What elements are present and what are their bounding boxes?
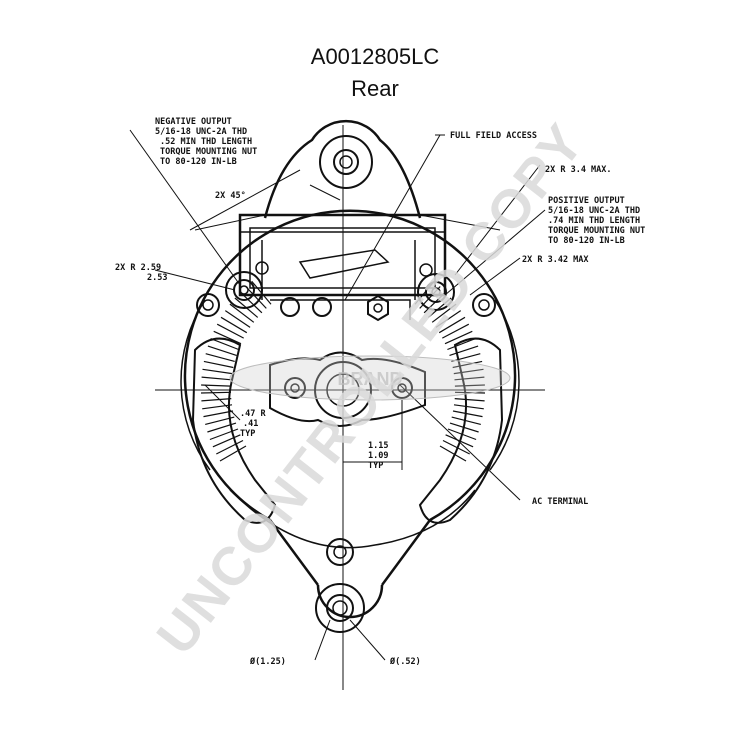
vent-slat — [427, 297, 452, 318]
vent-slat — [201, 384, 232, 387]
slot-spacing-label: 1.09 — [368, 451, 388, 461]
vent-slat — [442, 323, 470, 339]
positive-output-line: 5/16-18 UNC-2A THD — [548, 206, 640, 216]
slot-radius-label: .41 — [243, 419, 258, 429]
angle-label: 2X 45° — [215, 191, 246, 201]
vent-slat — [454, 376, 485, 381]
vent-slat — [444, 330, 473, 345]
vent-slat — [454, 391, 486, 394]
vent-slat — [205, 416, 235, 425]
positive-output-line: POSITIVE OUTPUT — [548, 196, 625, 206]
vent-slat — [452, 360, 483, 369]
vent-slat — [234, 297, 259, 318]
full-field-access-label: FULL FIELD ACCESS — [450, 131, 537, 141]
vent-slat — [207, 345, 237, 356]
vent-slat — [452, 410, 483, 418]
vent-slat — [454, 398, 485, 402]
vent-slat — [438, 316, 466, 334]
watermark-logo-badge — [229, 355, 511, 401]
watermark-logo-text: BRAND — [338, 369, 403, 389]
vent-slat — [451, 416, 481, 425]
lower-terminal-hole — [326, 538, 354, 566]
vent-slat — [200, 391, 232, 394]
vent-slat — [213, 330, 242, 345]
negative-output-line: TORQUE MOUNTING NUT — [160, 147, 257, 157]
radius-right-label: 2X R 3.42 MAX — [522, 255, 589, 265]
vent-slat — [201, 398, 232, 402]
vent-slat — [414, 280, 435, 305]
slot-spacing-dimension — [342, 400, 403, 470]
slot-radius-label: TYP — [240, 429, 255, 439]
diameter-small-label: Ø(.52) — [389, 656, 421, 667]
vent-slat — [445, 434, 474, 448]
positive-output-line: TO 80-120 IN-LB — [548, 236, 625, 246]
radius-top-right-label: 2X R 3.4 MAX. — [545, 165, 612, 175]
vent-slat — [219, 445, 247, 462]
field-terminals — [280, 294, 389, 322]
slot-spacing-label: TYP — [368, 461, 383, 471]
bottom-mounting-eye — [315, 583, 384, 633]
vent-slat — [251, 280, 272, 305]
vent-slat — [442, 439, 470, 455]
center-lines — [155, 125, 545, 690]
vent-slat — [453, 368, 484, 375]
vent-slat — [216, 323, 244, 339]
vent-slat — [201, 376, 232, 381]
radius-left-label: 2X R 2.59 — [115, 263, 161, 273]
vent-slat — [210, 338, 239, 351]
radius-left-label: 2.53 — [147, 273, 167, 283]
positive-output-callout: POSITIVE OUTPUT 5/16-18 UNC-2A THD .74 M… — [548, 196, 645, 246]
part-number-title: A0012805LC — [311, 44, 440, 69]
vent-slat — [449, 422, 479, 433]
positive-output-line: .74 MIN THD LENGTH — [548, 216, 640, 226]
vent-slat — [451, 353, 481, 362]
vent-slat — [203, 410, 234, 418]
vent-slat — [454, 384, 485, 387]
slot-spacing-label: 1.15 — [368, 441, 388, 451]
vent-slat — [203, 360, 234, 369]
negative-output-line: .52 MIN THD LENGTH — [160, 137, 252, 147]
right-vent-slot — [414, 280, 504, 524]
vent-slat — [216, 439, 244, 455]
ac-terminal-label: AC TERMINAL — [532, 497, 588, 507]
vent-slat — [224, 310, 251, 328]
vent-slat — [431, 303, 457, 323]
vent-slat — [205, 353, 235, 362]
vent-slat — [419, 286, 441, 309]
slot-radius-label: .47 R — [240, 409, 266, 419]
vent-slat — [245, 286, 267, 309]
housing-bolts — [196, 293, 496, 399]
negative-output-line: 5/16-18 UNC-2A THD — [155, 127, 247, 137]
watermark: BRAND UNCONTROLLED COPY — [146, 112, 597, 665]
vent-slat — [209, 428, 239, 441]
vent-slat — [447, 428, 477, 441]
vent-slat — [453, 404, 484, 410]
negative-output-line: TO 80-120 IN-LB — [160, 157, 237, 167]
vent-slat — [447, 338, 476, 351]
leader-lines — [129, 129, 546, 661]
negative-output-line: NEGATIVE OUTPUT — [155, 117, 232, 127]
watermark-text: UNCONTROLLED COPY — [146, 112, 597, 665]
vent-slat — [202, 368, 233, 375]
view-subtitle: Rear — [351, 76, 399, 101]
vent-slat — [239, 291, 263, 314]
vent-slat — [207, 422, 237, 433]
vent-slat — [220, 316, 248, 334]
positive-output-line: TORQUE MOUNTING NUT — [548, 226, 645, 236]
left-vent-slot — [191, 280, 277, 524]
vent-slat — [423, 291, 447, 314]
vent-slat — [435, 310, 462, 328]
vent-slat — [229, 303, 255, 323]
vent-slat — [449, 345, 479, 356]
top-mounting-eye — [319, 135, 373, 189]
vent-slat — [439, 445, 467, 462]
vent-slat — [202, 404, 233, 410]
negative-output-callout: NEGATIVE OUTPUT 5/16-18 UNC-2A THD .52 M… — [155, 117, 257, 167]
diameter-large-label: Ø(1.25) — [249, 656, 286, 667]
alternator-housing — [180, 119, 520, 586]
vent-slat — [212, 434, 241, 448]
